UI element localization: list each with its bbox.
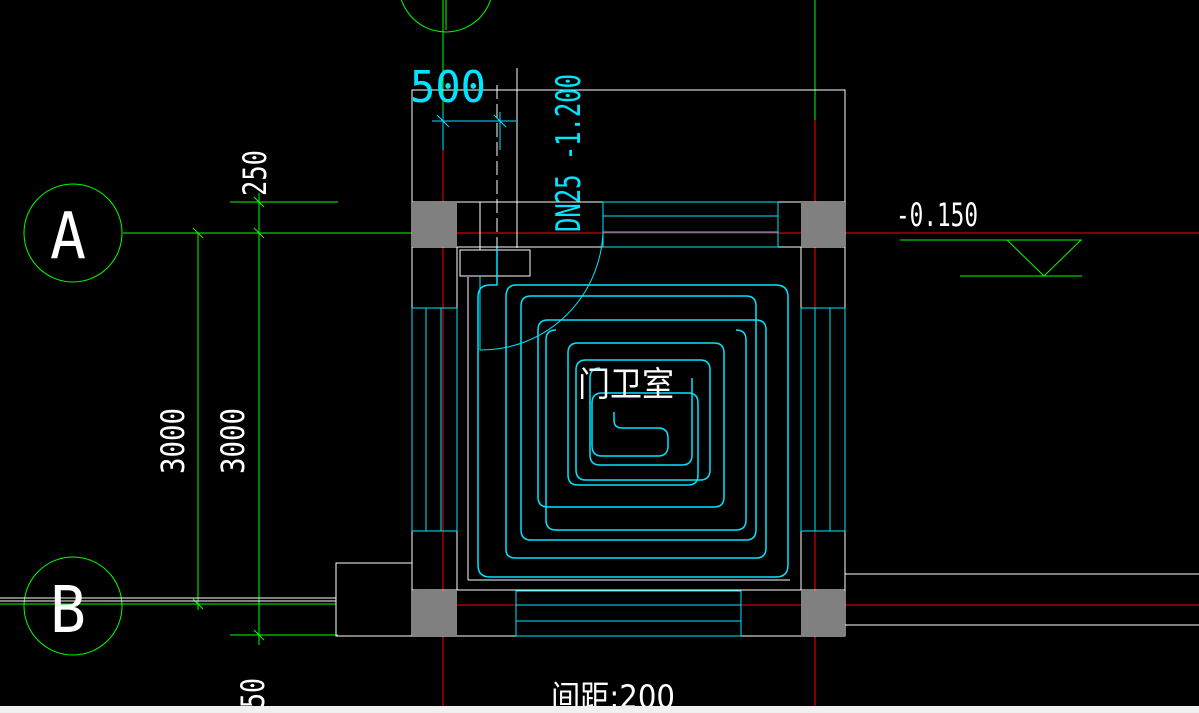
axis-label-a: A — [50, 200, 86, 274]
building-outline — [0, 89, 1199, 637]
columns — [412, 202, 845, 636]
elevation-label: -0.150 — [896, 196, 978, 234]
dim-500-leaders — [432, 112, 516, 150]
window-lines — [411, 201, 846, 637]
green-grid-lines — [0, 0, 1082, 713]
axis-bubble-a — [23, 183, 123, 283]
heating-coil — [477, 248, 789, 578]
valve-box — [459, 249, 531, 277]
door-arc — [479, 227, 604, 351]
axis-label-b: B — [50, 574, 86, 648]
dim-500: 500 — [410, 62, 486, 113]
pipe-spec-label: DN25 -1.200 — [549, 74, 589, 232]
riser-pipe — [496, 68, 518, 248]
room-label: 门卫室 — [578, 365, 674, 405]
dim-50: 50 — [234, 678, 272, 708]
dim-3000-inner: 3000 — [214, 408, 252, 474]
axis-bubble-top — [400, 0, 492, 33]
dim-250: 250 — [236, 150, 274, 196]
status-bar — [0, 706, 1199, 713]
axis-bubble-b — [23, 556, 123, 656]
dim-3000-outer: 3000 — [154, 408, 192, 474]
